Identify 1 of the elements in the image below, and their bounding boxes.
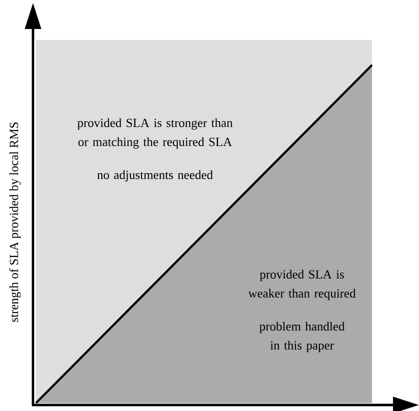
axis-label: strength of SLA provided by local RMS — [9, 122, 21, 322]
